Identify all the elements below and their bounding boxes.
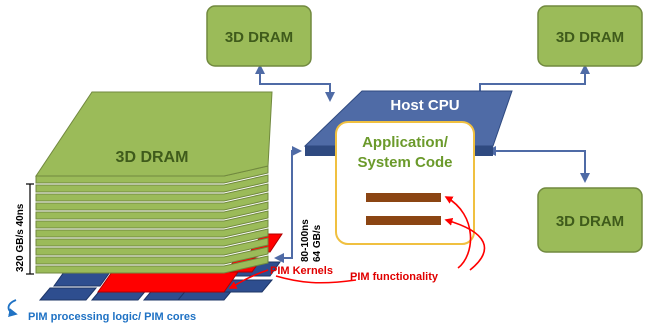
dram-layer-side <box>35 192 269 211</box>
app-label-line1: Application/ <box>362 134 449 151</box>
dram-layer-side <box>35 228 269 247</box>
link-cpu-dram-bottom-right <box>486 146 590 183</box>
dram-top-left: 3D DRAM <box>206 5 312 67</box>
link-latency-label: 80-100ns <box>300 219 311 262</box>
dram-layer-side <box>35 255 269 274</box>
app-label-line2: System Code <box>357 154 452 171</box>
dram-box <box>537 187 643 253</box>
stack-bandwidth-latency-label: 320 GB/s 40ns <box>15 203 26 272</box>
logic-tile <box>38 287 98 301</box>
pim-functionality-label: PIM functionality <box>350 271 439 283</box>
logic-tile <box>53 271 111 287</box>
link-cpu-dram-top-left <box>255 64 335 102</box>
app-code-box: Application/ System Code <box>335 121 475 245</box>
pim-functionality-callout <box>275 196 486 284</box>
dram-layer-side <box>35 246 269 265</box>
dram-layer-side <box>35 174 269 193</box>
pim-func-pointer-1 <box>444 196 472 269</box>
dram-box <box>206 5 312 67</box>
link-label: 80-100ns 64 GB/s <box>300 219 323 262</box>
dram-stack: 3D DRAM <box>35 91 273 274</box>
dram-label: 3D DRAM <box>556 29 624 46</box>
code-block-1 <box>366 193 441 202</box>
pim-kernel-tile <box>97 271 239 293</box>
dram-label: 3D DRAM <box>556 213 624 230</box>
host-cpu-label: Host CPU <box>390 97 459 114</box>
dram-layer-side <box>35 201 269 220</box>
dram-layer-side <box>35 183 269 202</box>
dram-top-right: 3D DRAM <box>537 5 643 67</box>
pim-processing-logic-label: PIM processing logic/ PIM cores <box>28 311 196 323</box>
pim-kernels-pointer <box>228 269 269 289</box>
link-cpu-dram-stack <box>274 146 302 263</box>
dram-box <box>537 5 643 67</box>
dram-label: 3D DRAM <box>225 29 293 46</box>
pim-processing-logic-callout: PIM processing logic/ PIM cores <box>7 299 196 323</box>
dram-bottom-right: 3D DRAM <box>537 187 643 253</box>
pim-logic-pointer <box>7 299 18 317</box>
dram-layer-side <box>35 219 269 238</box>
code-block-2 <box>366 216 441 225</box>
pim-kernels-label: PIM Kernels <box>270 265 333 277</box>
pim-func-pointer-3 <box>275 275 357 284</box>
pim-func-pointer-2 <box>444 217 486 271</box>
dram-stack-top <box>35 91 273 177</box>
pim-kernels-callout: PIM Kernels <box>228 265 333 289</box>
stack-bracket <box>26 183 34 275</box>
link-bandwidth-label: 64 GB/s <box>312 224 323 262</box>
dram-stack-label: 3D DRAM <box>116 149 189 166</box>
app-box <box>335 121 475 245</box>
dram-layer-side <box>35 210 269 229</box>
dram-layer-side <box>35 237 269 256</box>
